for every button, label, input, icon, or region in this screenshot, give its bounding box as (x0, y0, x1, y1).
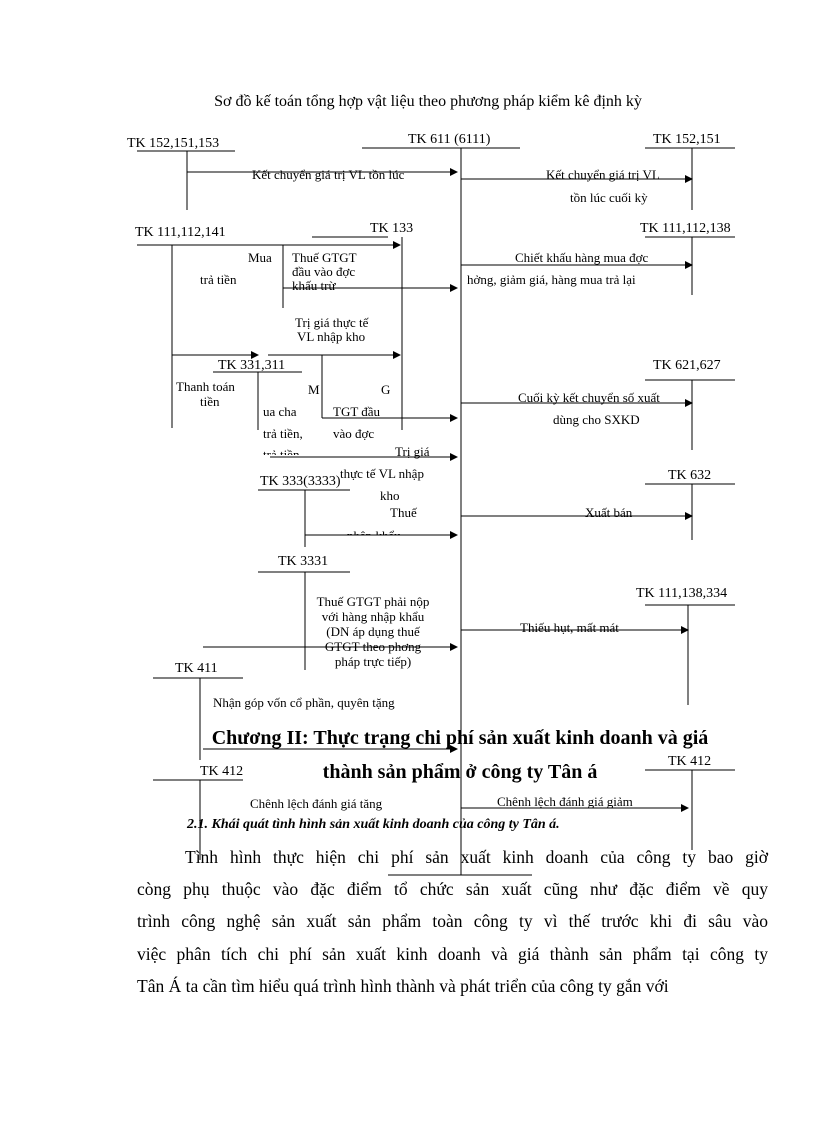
flow-label: Xuất bán (585, 505, 633, 520)
flow-label: dùng cho SXKD (553, 412, 640, 427)
flow-label: khấu trừ (292, 278, 336, 293)
flow-label: Thanh toán (176, 379, 235, 394)
flow-label: ua cha (263, 404, 297, 419)
flow-label: tồn lúc cuối kỳ (570, 190, 648, 205)
diagram-title: Sơ đồ kế toán tổng hợp vật liệu theo phư… (214, 93, 642, 110)
account-label: TK 152,151,153 (127, 136, 220, 151)
flow-label: Kết chuyển giá trị VL (546, 167, 660, 182)
flow-label: hởng, giảm giá, hàng mua trả lại (467, 272, 636, 287)
account-label: TK 621,627 (653, 358, 721, 373)
flow-label: trả tiền (263, 448, 299, 455)
flow-label: pháp trực tiếp) (334, 654, 412, 669)
flow-label: M (308, 382, 320, 397)
paragraph-line: việc phân tích chi phí sản xuất kinh doa… (137, 944, 768, 964)
flow-label: Mua (248, 250, 272, 265)
flow-label: GTGT theo phơng (324, 639, 422, 654)
paragraph-line: Tân Á ta cần tìm hiểu quá trình hình thà… (137, 976, 669, 996)
flow-label: TGT đầu (333, 404, 381, 419)
account-label: TK 333(3333) (260, 474, 341, 489)
flow-label: nhập khẩu (347, 529, 401, 535)
flow-label: Trị giá (395, 444, 430, 459)
account-label: TK 111,138,334 (636, 586, 728, 601)
flow-label: thực tế VL nhập (340, 466, 424, 481)
flow-label: đầu vào đợc (292, 264, 356, 279)
chapter-heading-line2: thành sản phẩm ở công ty Tân á (322, 761, 598, 783)
flow-label: G (381, 382, 391, 397)
flow-label: Thuế (390, 505, 417, 520)
flow-label: Chênh lệch đánh giá giảm (497, 794, 633, 809)
flow-label: Kết chuyển giá trị VL tồn lúc (252, 167, 405, 182)
flow-label: Nhận góp vốn cổ phần, quyên tặng (213, 695, 395, 710)
flow-label: trả tiền, (263, 426, 303, 441)
flow-label: với hàng nhập khẩu (321, 609, 425, 624)
flow-label: VL nhập kho (297, 329, 366, 344)
flow-label: Thuế GTGT phải nộp (316, 594, 430, 609)
flow-label: Thuế GTGT (292, 250, 357, 265)
flow-label: Trị giá thực tế (295, 315, 369, 330)
account-label: TK 331,311 (218, 358, 286, 373)
chapter-heading-line1: Chương II: Thực trạng chi phí sản xuất k… (211, 727, 709, 749)
account-label: TK 152,151 (653, 132, 721, 147)
account-label: TK 611 (6111) (408, 132, 491, 147)
section-title: 2.1. Khái quát tình hình sản xuất kinh d… (187, 817, 560, 832)
paragraph-line: còng phụ thuộc vào đặc điểm tổ chức sản … (137, 879, 768, 899)
paragraph-line: Tình hình thực hiện chi phí sản xuất kin… (185, 847, 768, 867)
flow-label: tiền (200, 394, 220, 409)
account-label: TK 412 (668, 754, 712, 769)
account-label: TK 111,112,141 (135, 225, 226, 240)
flow-label: Cuối kỳ kết chuyển số xuất (518, 390, 660, 405)
flow-label: trả tiền (200, 272, 237, 287)
account-label: TK 411 (175, 661, 218, 676)
flow-label: Thiếu hụt, mất mát (520, 620, 619, 635)
account-label: TK 632 (668, 468, 712, 483)
flow-label: (DN áp dụng thuế (326, 624, 420, 639)
flow-label: Chênh lệch đánh giá tăng (250, 796, 383, 811)
flow-label: Chiết khấu hàng mua đợc (515, 250, 649, 265)
paragraph-line: trình công nghệ sản xuất sản phẩm toàn c… (137, 911, 768, 931)
flow-label: kho (380, 488, 400, 503)
account-label: TK 3331 (278, 554, 329, 569)
account-label: TK 111,112,138 (640, 221, 731, 236)
flow-label: vào đợc (333, 426, 375, 441)
account-label: TK 133 (370, 221, 414, 236)
account-label: TK 412 (200, 764, 244, 779)
